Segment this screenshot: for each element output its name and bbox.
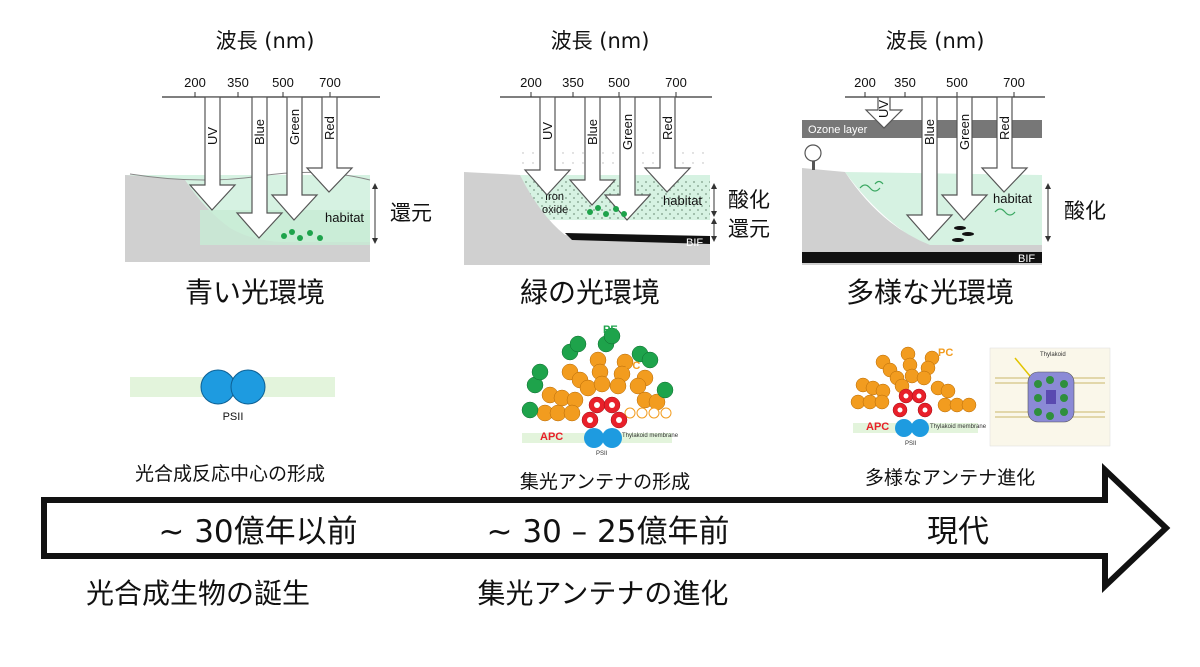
panel-diverse-environment: 波長 (nm) 200 350 500 700 Ozone layer BIF …	[802, 29, 1106, 309]
panel-blue-environment: 波長 (nm) 200 350 500 700 habitat UV Blue …	[125, 29, 432, 309]
band-uv: UV	[205, 127, 220, 145]
caption-diverse-environment: 多様な光環境	[846, 276, 1014, 309]
era-label-present: 現代	[927, 514, 989, 550]
band-blue: Blue	[922, 119, 937, 145]
band-red: Red	[322, 116, 337, 140]
pc-rods	[536, 351, 666, 422]
membrane-label: Thylakoid membrane	[930, 424, 987, 430]
arrow-green	[603, 96, 652, 221]
arrow-blue	[905, 96, 954, 241]
band-green: Green	[620, 114, 635, 150]
panel-green-environment: 波長 (nm) 200 350 500 700 BIF Iron oxide h…	[464, 29, 770, 309]
arrow-green	[940, 96, 989, 221]
tick-700: 700	[1003, 75, 1025, 90]
thylakoid-label: Thylakoid	[1040, 352, 1066, 358]
side-label-oxidation: 酸化	[728, 188, 770, 212]
ozone-label: Ozone layer	[808, 124, 868, 136]
apc-label: APC	[540, 431, 563, 443]
membrane-label: Thylakoid membrane	[622, 433, 679, 439]
band-uv: UV	[540, 122, 555, 140]
era-label-before-3-billion: ~ 30億年以前	[158, 514, 357, 550]
band-green: Green	[287, 109, 302, 145]
bif-layer	[802, 252, 1042, 263]
phycobilisome-pc-illustration: PC APC Thylakoid membrane PSII	[850, 346, 987, 447]
tick-200: 200	[854, 75, 876, 90]
era-label-3-to-2-5-billion: ~ 30 – 25億年前	[487, 514, 730, 550]
pc-label: PC	[938, 347, 953, 359]
tick-700: 700	[665, 75, 687, 90]
arrow-blue	[235, 96, 284, 239]
side-label-reduction: 還元	[728, 217, 770, 241]
terrain	[802, 168, 1042, 265]
caption-blue-environment: 青い光環境	[185, 276, 325, 309]
psii-label: PSII	[905, 441, 917, 447]
iron-label-1: Iron	[545, 191, 564, 203]
pe-rods	[521, 327, 674, 419]
pe-label: PE	[603, 324, 618, 336]
event-label-antenna-evolution: 集光アンテナの進化	[478, 577, 729, 610]
arrow-red	[305, 96, 354, 193]
wavelength-title: 波長 (nm)	[216, 29, 315, 53]
psii-label: PSII	[596, 451, 608, 457]
stage-label-antenna-formation: 集光アンテナの形成	[520, 471, 690, 493]
iron-label-2: oxide	[542, 204, 568, 216]
microbes	[281, 229, 323, 241]
bif-layer	[565, 233, 710, 244]
tick-350: 350	[894, 75, 916, 90]
tick-500: 500	[946, 75, 968, 90]
band-green: Green	[957, 114, 972, 150]
algae-icon	[859, 180, 1016, 216]
tick-350: 350	[227, 75, 249, 90]
tick-700: 700	[319, 75, 341, 90]
arrow-uv	[864, 96, 904, 129]
terrain	[125, 175, 370, 262]
thylakoid-detail-illustration: Thylakoid	[989, 347, 1111, 447]
band-uv: UV	[876, 100, 891, 118]
water-region	[845, 172, 1042, 245]
caption-green-environment: 緑の光環境	[520, 276, 660, 309]
arrow-uv	[523, 96, 572, 196]
wavelength-title: 波長 (nm)	[886, 29, 985, 53]
tree-icon	[804, 144, 822, 170]
tick-200: 200	[184, 75, 206, 90]
stage-label-reaction-center: 光合成反応中心の形成	[135, 463, 325, 485]
band-red: Red	[997, 116, 1012, 140]
side-label-oxidation: 酸化	[1064, 199, 1106, 223]
pc-rods	[850, 346, 977, 413]
timeline-arrow	[41, 463, 1171, 593]
arrow-blue	[568, 96, 617, 206]
arrow-green	[270, 96, 319, 221]
tick-200: 200	[520, 75, 542, 90]
apc-core	[892, 388, 933, 418]
tick-350: 350	[562, 75, 584, 90]
psii-illustration: PSII	[130, 369, 335, 423]
band-blue: Blue	[252, 119, 267, 145]
band-blue: Blue	[585, 119, 600, 145]
psii-label: PSII	[223, 411, 244, 423]
fish-icon	[952, 226, 974, 242]
microbes	[587, 205, 627, 217]
bif-label: BIF	[686, 237, 703, 249]
pc-rods-outline	[624, 407, 672, 419]
habitat-label: habitat	[663, 193, 702, 208]
apc-core	[581, 396, 628, 429]
bif-label: BIF	[1018, 253, 1035, 265]
arrow-red	[643, 96, 692, 193]
event-label-origin-photosynthesis: 光合成生物の誕生	[86, 577, 310, 610]
arrow-uv	[188, 96, 237, 211]
stage-label-antenna-evolution: 多様なアンテナ進化	[865, 467, 1035, 489]
habitat-label: habitat	[993, 191, 1032, 206]
habitat-label: habitat	[325, 210, 364, 225]
tick-500: 500	[608, 75, 630, 90]
tick-500: 500	[272, 75, 294, 90]
pc-label: PC	[625, 360, 640, 372]
phycobilisome-pe-illustration: PE PC APC Thylakoid membrane PSII	[521, 324, 679, 457]
band-red: Red	[660, 116, 675, 140]
arrow-red	[980, 96, 1029, 193]
wavelength-title: 波長 (nm)	[551, 29, 650, 53]
side-label-reduction: 還元	[390, 201, 432, 225]
apc-label: APC	[866, 421, 889, 433]
